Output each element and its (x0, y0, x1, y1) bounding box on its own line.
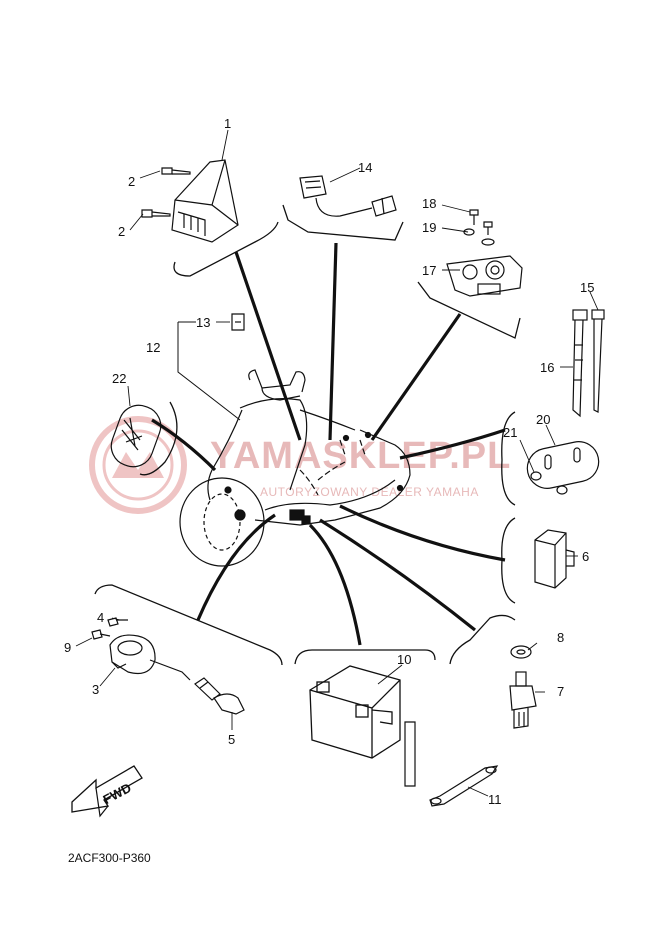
leader-coil (196, 513, 276, 621)
sensor-lead-part (299, 175, 397, 217)
callout-5: 5 (228, 732, 235, 747)
callout-10: 10 (397, 652, 411, 667)
bracket-switch (449, 614, 516, 665)
leader-ecu (234, 251, 302, 441)
callout-15: 15 (580, 280, 594, 295)
leader-battery (308, 523, 362, 646)
watermark-subtitle: AUTORYZOWANY DEALER YAMAHA (260, 485, 479, 499)
ecu-bolts-part (141, 167, 191, 218)
bracket-battery (294, 649, 436, 665)
cover-plate-part (526, 441, 600, 495)
plug-cap-part (194, 677, 245, 715)
callout-8: 8 (557, 630, 564, 645)
ecu-unit-part (171, 159, 239, 243)
fuse-part (231, 313, 245, 331)
callout-20: 20 (536, 412, 550, 427)
callout-11: 11 (488, 792, 502, 807)
scooter-outline (179, 369, 411, 567)
relay-part (446, 209, 523, 297)
leader-rectifier (339, 504, 506, 562)
bracket-relay (417, 281, 521, 339)
callout-9: 9 (64, 640, 71, 655)
callout-17: 17 (422, 263, 436, 278)
bracket-sensor (282, 204, 404, 241)
leader-fuse (151, 418, 217, 472)
callout-22: 22 (112, 371, 126, 386)
callout-3: 3 (92, 682, 99, 697)
bracket-fuse (139, 401, 178, 476)
bracket-cover (501, 411, 516, 506)
callout-7: 7 (557, 684, 564, 699)
diagram-code: 2ACF300-P360 (68, 851, 151, 865)
callout-6: 6 (582, 549, 589, 564)
ignition-coil-part (91, 617, 191, 681)
callout-labels: 1 2 2 3 4 5 6 7 8 9 10 11 12 13 14 15 16… (64, 116, 594, 807)
switch-part (509, 645, 537, 729)
fuse-callout-bracket (177, 321, 241, 421)
callout-21: 21 (503, 425, 517, 440)
watermark: YAMASKLEP.PL AUTORYZOWANY DEALER YAMAHA (89, 416, 510, 514)
leader-relay (370, 313, 462, 441)
callout-19: 19 (422, 220, 436, 235)
callout-18: 18 (422, 196, 436, 211)
callout-2a: 2 (128, 174, 135, 189)
leader-sensor (328, 242, 338, 441)
callout-12: 12 (146, 340, 160, 355)
forward-arrow-icon: FWD (71, 765, 143, 818)
callout-4: 4 (97, 610, 104, 625)
callout-1: 1 (224, 116, 231, 131)
leader-switch (319, 518, 476, 632)
cable-ties-part (572, 309, 605, 418)
fuse-holder-part (110, 404, 162, 468)
rectifier-part (534, 529, 575, 589)
bracket-coil (94, 584, 283, 666)
callout-14: 14 (358, 160, 372, 175)
callout-16: 16 (540, 360, 554, 375)
callout-13: 13 (196, 315, 210, 330)
leader-cover (399, 428, 506, 460)
bracket-ecu (173, 221, 279, 277)
callout-leaders (75, 129, 599, 797)
battery-band-part (404, 721, 499, 807)
callout-2b: 2 (118, 224, 125, 239)
battery-part (309, 665, 401, 759)
leader-lines (151, 242, 506, 646)
